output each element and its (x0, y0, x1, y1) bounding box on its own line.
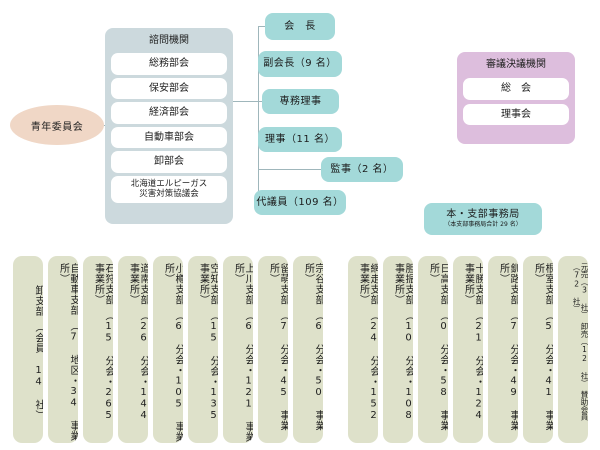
branch-box-iburi[interactable]: 胆振支部 （10 分会・108 事業所） (383, 256, 413, 443)
connector-advisory-to-officers (233, 101, 258, 102)
branch-box-kamikawa[interactable]: 上川支部 （6 分会・121 事業所） (223, 256, 253, 443)
youth-committee-label: 青年委員会 (30, 121, 84, 133)
officer-vice-chairman[interactable]: 副会長（9 名） (258, 51, 342, 77)
branch-box-souya[interactable]: 宗谷支部 （6 分会・50 事業所） (293, 256, 323, 443)
branch-box-automobile[interactable]: 自動車支部 （7 地区・34 事業所） (48, 256, 78, 443)
officer-auditor[interactable]: 監事（2 名） (321, 157, 403, 182)
youth-committee-node[interactable]: 青年委員会 (10, 105, 104, 145)
officer-director-label: 理事（11 名） (265, 133, 335, 145)
branch-box-sorachi[interactable]: 空知支部 （15 分会・135 事業所） (188, 256, 218, 443)
advisory-item-wholesale[interactable]: 卸部会 (111, 151, 227, 173)
officer-chairman[interactable]: 会 長 (265, 13, 335, 40)
branch-box-ishikari[interactable]: 石狩支部 （15 分会・265 事業所） (83, 256, 113, 443)
branch-box-otaru[interactable]: 小樽支部 （6 分会・105 事業所） (153, 256, 183, 443)
branch-box-wholesale[interactable]: 卸支部 （会員 14 社） (13, 256, 43, 443)
secretariat-label: 本・支部事務局 (446, 209, 520, 221)
advisory-panel-title: 諮問機関 (149, 35, 189, 46)
advisory-item-economy[interactable]: 経済部会 (111, 102, 227, 124)
branch-box-abashiri[interactable]: 網走支部 （24 分会・152 事業所） (348, 256, 378, 443)
officer-director[interactable]: 理事（11 名） (258, 127, 342, 152)
advisory-item-general-affairs[interactable]: 総務部会 (111, 53, 227, 75)
branch-box-nemuro[interactable]: 根室支部 （5 分会・41 事業所） (523, 256, 553, 443)
deliberation-panel: 審議決議機関 総 会 理事会 (457, 52, 575, 144)
officer-delegate[interactable]: 代議員（109 名） (254, 190, 346, 215)
branch-box-dounan[interactable]: 道南支部 （26 分会・144 事業所） (118, 256, 148, 443)
connector-auditor-branch (258, 169, 324, 170)
branch-box-kushiro[interactable]: 釧路支部 （7 分会・49 事業所） (488, 256, 518, 443)
connector-officer-chairman (258, 26, 266, 27)
advisory-item-automobile[interactable]: 自動車部会 (111, 126, 227, 148)
advisory-panel: 諮問機関 総務部会 保安部会 経済部会 自動車部会 卸部会 北海道エルピーガス … (105, 28, 233, 224)
officer-chairman-label: 会 長 (284, 20, 316, 32)
officer-managing-director-label: 専務理事 (279, 95, 322, 107)
deliberation-item-board-of-directors[interactable]: 理事会 (463, 103, 569, 125)
branch-box-hidaka[interactable]: 日高支部 （0 分会・58 事業所） (418, 256, 448, 443)
deliberation-item-general-assembly[interactable]: 総 会 (463, 78, 569, 100)
advisory-item-safety[interactable]: 保安部会 (111, 77, 227, 99)
officer-auditor-label: 監事（2 名） (330, 163, 394, 175)
deliberation-panel-title: 審議決議機関 (486, 59, 546, 70)
branch-box-affiliates[interactable]: 元売（3 社） 卸売（12 社） 賛助会員（72 社） (558, 256, 588, 443)
branch-box-tokachi[interactable]: 十勝支部 （21 分会・124 事業所） (453, 256, 483, 443)
advisory-item-disaster-council[interactable]: 北海道エルピーガス 災害対策協議会 (111, 175, 227, 203)
connector-officers-vertical (258, 26, 259, 212)
secretariat-node[interactable]: 本・支部事務局 （本支部事務局合計 29 名） (424, 203, 542, 235)
officer-vice-chairman-label: 副会長（9 名） (263, 58, 337, 70)
officer-delegate-label: 代議員（109 名） (256, 196, 344, 208)
branch-box-rumoi[interactable]: 留萌支部 （7 分会・45 事業所） (258, 256, 288, 443)
officer-managing-director[interactable]: 専務理事 (262, 89, 339, 114)
branch-box-abashiri-slot-filler (328, 256, 344, 443)
secretariat-sublabel: （本支部事務局合計 29 名） (444, 220, 522, 228)
